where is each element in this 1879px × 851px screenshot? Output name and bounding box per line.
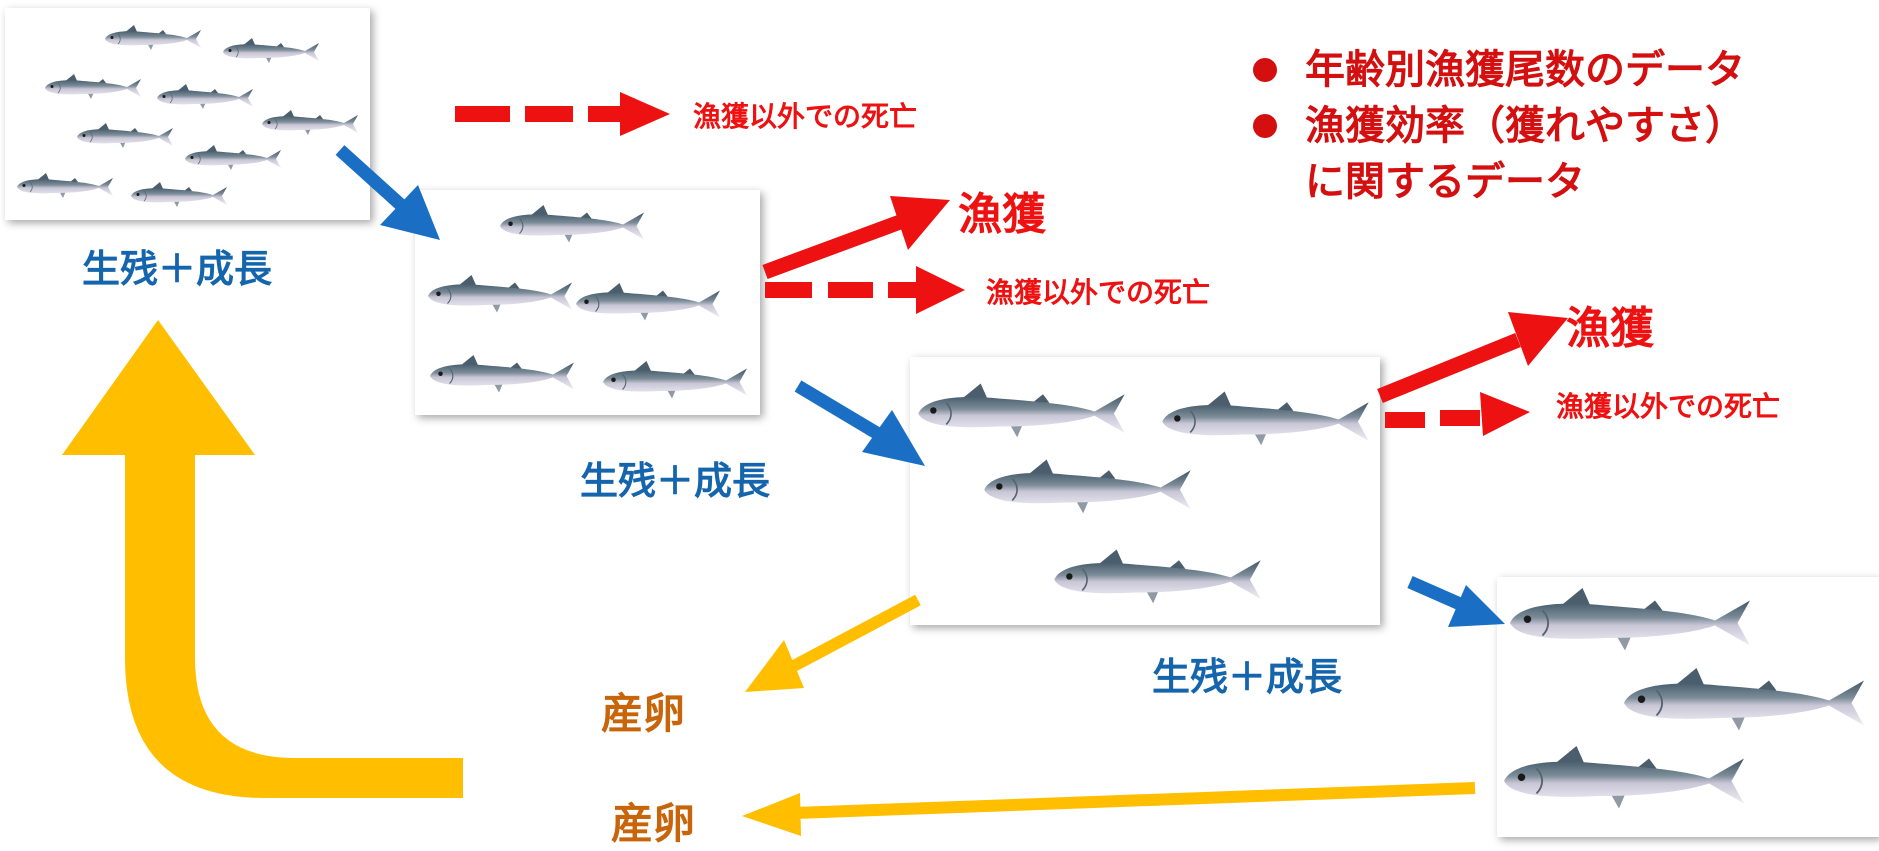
data-requirements-list: 年齢別漁獲尾数のデータ 漁獲効率（獲れやすさ） に関するデータ: [1245, 42, 1745, 210]
fish-school-young: [5, 8, 370, 220]
other-death-arrow-2: [765, 266, 965, 314]
spawn-arrow-2: [742, 782, 1476, 836]
fish-school-age3: [910, 357, 1380, 625]
list-item-text: 年齢別漁獲尾数のデータ: [1305, 47, 1745, 93]
list-item-text: に関するデータ: [1305, 159, 1585, 205]
bullet-icon: [1253, 58, 1277, 82]
catch-label-2: 漁獲: [1566, 303, 1654, 354]
spawn-arrow-1: [745, 594, 921, 692]
bullet-icon: [1253, 114, 1277, 138]
survive-growth-label-3: 生残＋成長: [1152, 655, 1343, 699]
survive-growth-label-2: 生残＋成長: [580, 459, 771, 503]
survival-arrow-2: [794, 380, 925, 466]
catch-label-1: 漁獲: [958, 189, 1046, 240]
catch-arrow-2: [1377, 312, 1568, 403]
survive-growth-label-1: 生残＋成長: [82, 247, 273, 291]
spawning-return-arrow: [62, 320, 463, 798]
catch-arrow-1: [762, 196, 950, 280]
fish-school-age4: [1497, 577, 1879, 837]
list-item: 年齢別漁獲尾数のデータ: [1245, 42, 1745, 98]
survival-arrow-3: [1407, 576, 1505, 627]
other-death-arrow-3: [1385, 392, 1530, 436]
spawn-label-1: 産卵: [601, 689, 686, 738]
other-death-arrow-1: [455, 92, 670, 136]
other-death-label-2: 漁獲以外での死亡: [986, 276, 1211, 309]
spawn-label-2: 産卵: [611, 799, 696, 848]
list-item-continuation: に関するデータ: [1245, 154, 1745, 210]
fish-school-age2: [415, 190, 760, 415]
survival-arrow-1: [335, 145, 440, 240]
other-death-label-3: 漁獲以外での死亡: [1556, 390, 1781, 423]
list-item-text: 漁獲効率（獲れやすさ）: [1305, 103, 1745, 149]
list-item: 漁獲効率（獲れやすさ）: [1245, 98, 1745, 154]
other-death-label-1: 漁獲以外での死亡: [693, 100, 918, 133]
